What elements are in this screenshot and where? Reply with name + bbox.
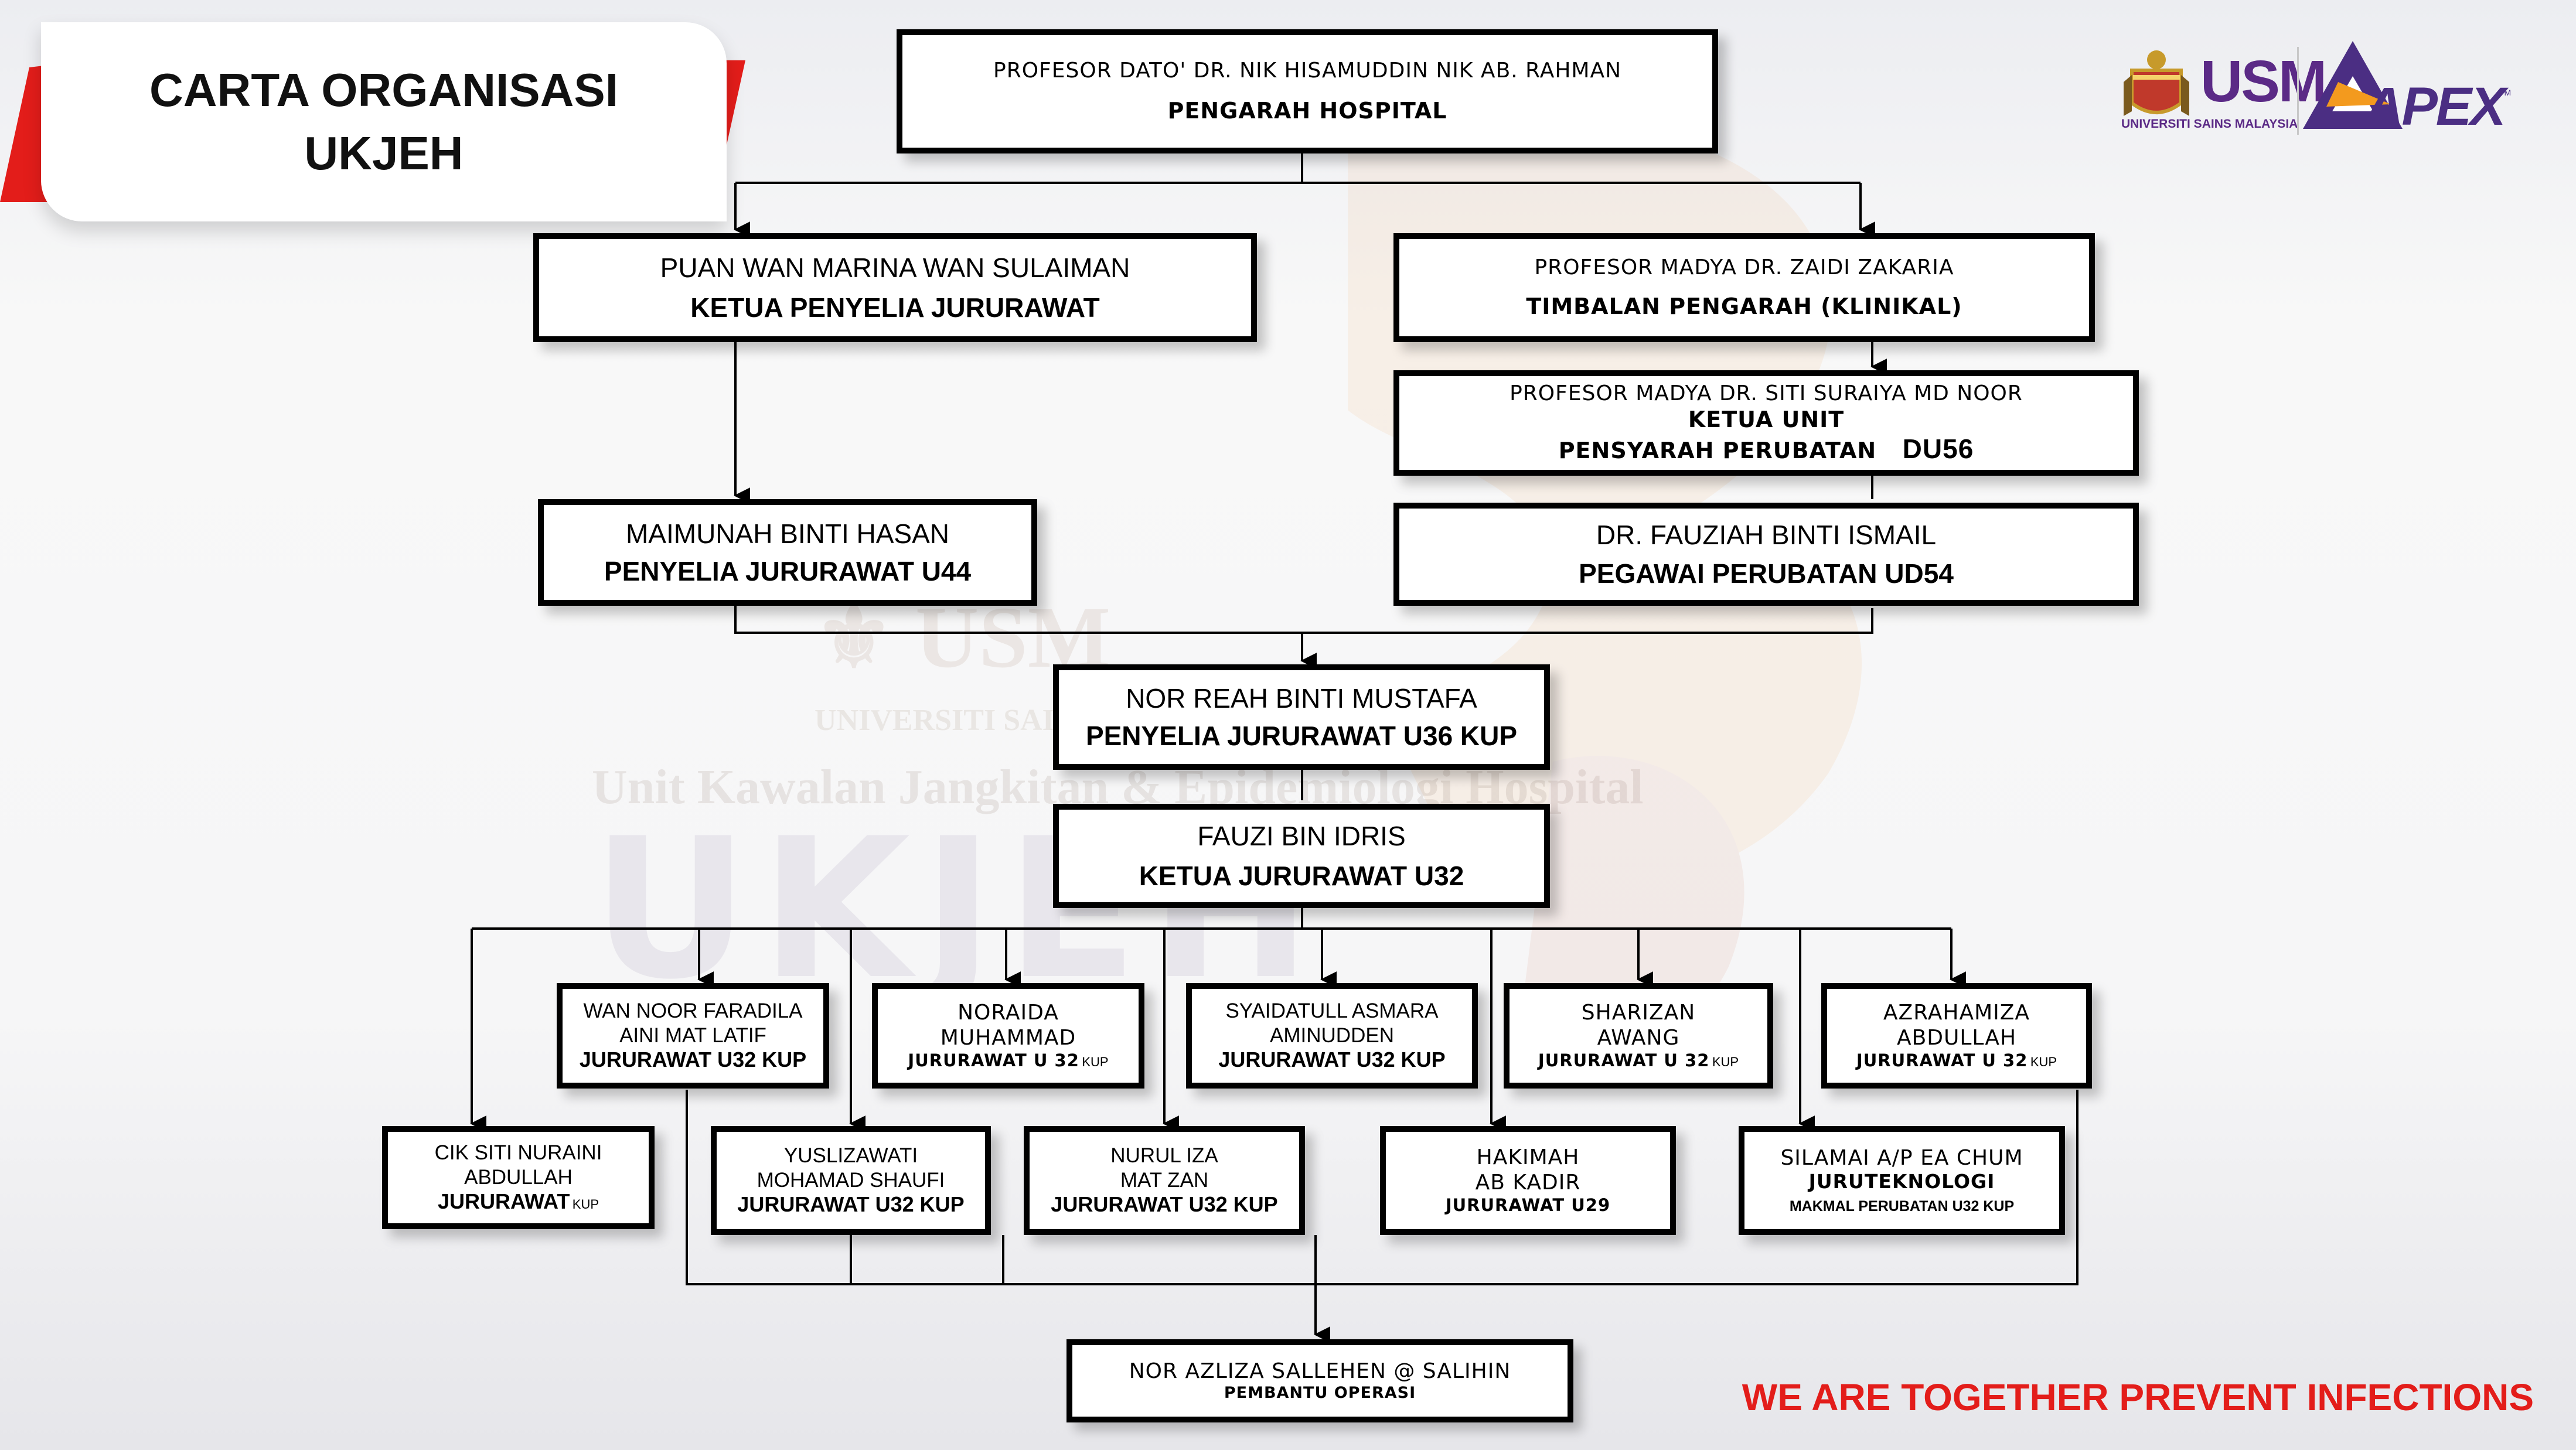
node-name: CIK SITI NURAINI: [434, 1141, 602, 1165]
node-role-suffix: KUP: [1712, 1055, 1739, 1070]
node-name-2: MUHAMMAD: [940, 1025, 1076, 1050]
node-role: JURURAWAT: [437, 1189, 570, 1214]
node-role: PEMBANTU OPERASI: [1224, 1384, 1416, 1403]
node-role: TIMBALAN PENGARAH (KLINIKAL): [1526, 293, 1962, 319]
node-name-2: AWANG: [1597, 1025, 1680, 1050]
org-node-staff-top: WAN NOOR FARADILA AINI MAT LATIF JURURAW…: [557, 983, 829, 1089]
org-node-medical-officer: DR. FAUZIAH BINTI ISMAIL PEGAWAI PERUBAT…: [1393, 503, 2139, 606]
org-node-head-nurse: FAUZI BIN IDRIS KETUA JURURAWAT U32: [1053, 804, 1550, 908]
node-name-2: AB KADIR: [1475, 1170, 1581, 1195]
node-name: NOR REAH BINTI MUSTAFA: [1126, 683, 1477, 714]
title-card: CARTA ORGANISASI UKJEH: [41, 22, 727, 221]
node-name: NOR AZLIZA SALLEHEN @ SALIHIN: [1129, 1359, 1511, 1383]
node-name: HAKIMAH: [1476, 1145, 1580, 1170]
node-role: JURURAWAT U32 KUP: [579, 1048, 807, 1072]
org-node-staff-top: AZRAHAMIZA ABDULLAH JURURAWAT U 32 KUP: [1821, 983, 2092, 1089]
apex-trademark: TM: [2499, 88, 2512, 97]
node-role: JURURAWAT U32 KUP: [1051, 1192, 1278, 1217]
org-node-nursing-head: PUAN WAN MARINA WAN SULAIMAN KETUA PENYE…: [533, 233, 1257, 342]
crest-icon: [2124, 50, 2189, 116]
node-name: PUAN WAN MARINA WAN SULAIMAN: [660, 252, 1130, 283]
node-role: JURURAWAT U 32: [1856, 1050, 2028, 1071]
node-name: PROFESOR DATO' DR. NIK HISAMUDDIN NIK AB…: [993, 59, 1622, 83]
org-node-staff-top: NORAIDA MUHAMMAD JURURAWAT U 32 KUP: [872, 983, 1144, 1089]
node-role-suffix: KUP: [572, 1197, 599, 1212]
node-name-2: MAT ZAN: [1120, 1168, 1209, 1192]
node-role: MAKMAL PERUBATAN U32 KUP: [1789, 1197, 2015, 1214]
org-node-operations: NOR AZLIZA SALLEHEN @ SALIHIN PEMBANTU O…: [1066, 1339, 1573, 1422]
node-name: AZRAHAMIZA: [1883, 1001, 2030, 1025]
node-name-2: ABDULLAH: [464, 1165, 573, 1189]
node-name: FAUZI BIN IDRIS: [1197, 820, 1406, 851]
tagline: WE ARE TOGETHER PREVENT INFECTIONS: [1742, 1376, 2534, 1418]
org-node-supervisor-u36: NOR REAH BINTI MUSTAFA PENYELIA JURURAWA…: [1053, 664, 1550, 770]
node-name: PROFESOR MADYA DR. ZAIDI ZAKARIA: [1534, 255, 1954, 280]
node-name: YUSLIZAWATI: [783, 1144, 918, 1168]
node-name: SHARIZAN: [1581, 1001, 1696, 1025]
node-name-2: JURUTEKNOLOGI: [1808, 1170, 1995, 1193]
org-node-director: PROFESOR DATO' DR. NIK HISAMUDDIN NIK AB…: [897, 29, 1718, 153]
node-name: PROFESOR MADYA DR. SITI SURAIYA MD NOOR: [1510, 381, 2023, 406]
node-role: JURURAWAT U 32: [1538, 1050, 1710, 1071]
node-name: WAN NOOR FARADILA: [583, 999, 803, 1023]
apex-logo: APEX TM: [2303, 41, 2512, 141]
node-role: PENYELIA JURURAWAT U36 KUP: [1085, 721, 1518, 751]
org-node-staff-top: SHARIZAN AWANG JURURAWAT U 32 KUP: [1504, 983, 1773, 1089]
apex-name: APEX: [2364, 77, 2506, 137]
logo-divider: [2297, 47, 2299, 135]
usm-name: USM: [2200, 49, 2327, 114]
node-role: KETUA JURURAWAT U32: [1139, 861, 1464, 891]
org-node-staff-bottom: SILAMAI A/P EA CHUM JURUTEKNOLOGI MAKMAL…: [1739, 1126, 2065, 1235]
node-role: KETUA UNIT: [1688, 406, 1845, 432]
node-name: MAIMUNAH BINTI HASAN: [625, 518, 950, 549]
node-name-2: AINI MAT LATIF: [619, 1023, 766, 1047]
node-role: JURURAWAT U29: [1445, 1195, 1611, 1216]
org-node-nurse-supervisor: MAIMUNAH BINTI HASAN PENYELIA JURURAWAT …: [538, 499, 1037, 606]
node-name-2: MOHAMAD SHAUFI: [757, 1168, 945, 1192]
org-node-staff-top: SYAIDATULL ASMARA AMINUDDEN JURURAWAT U3…: [1186, 983, 1478, 1089]
node-role: JURURAWAT U32 KUP: [737, 1192, 965, 1217]
apex-triangle-icon: [2303, 41, 2403, 129]
usm-logo: USM UNIVERSITI SAINS MALAYSIA: [2121, 47, 2327, 135]
org-node-staff-bottom: CIK SITI NURAINI ABDULLAH JURURAWAT KUP: [382, 1126, 655, 1229]
node-role: JURURAWAT U 32: [908, 1050, 1079, 1071]
usm-caption: UNIVERSITI SAINS MALAYSIA: [2121, 117, 2298, 131]
node-name: NURUL IZA: [1110, 1144, 1218, 1168]
node-name-2: ABDULLAH: [1896, 1025, 2017, 1050]
org-node-unit-head: PROFESOR MADYA DR. SITI SURAIYA MD NOOR …: [1393, 370, 2139, 476]
node-role: PENYELIA JURURAWAT U44: [604, 556, 972, 586]
org-node-staff-bottom: HAKIMAH AB KADIR JURURAWAT U29: [1380, 1126, 1676, 1235]
org-node-staff-bottom: YUSLIZAWATI MOHAMAD SHAUFI JURURAWAT U32…: [711, 1126, 991, 1235]
node-grade: DU56: [1902, 433, 1974, 464]
node-role: JURURAWAT U32 KUP: [1218, 1048, 1446, 1072]
node-role-2: PENSYARAH PERUBATAN: [1558, 437, 1877, 463]
node-role-suffix: KUP: [2030, 1055, 2057, 1070]
node-role-line: PENSYARAH PERUBATAN DU56: [1559, 433, 1974, 465]
node-name: SYAIDATULL ASMARA: [1225, 999, 1439, 1023]
org-node-deputy-director: PROFESOR MADYA DR. ZAIDI ZAKARIA TIMBALA…: [1393, 233, 2095, 342]
org-node-staff-bottom: NURUL IZA MAT ZAN JURURAWAT U32 KUP: [1024, 1126, 1305, 1235]
page-title: CARTA ORGANISASI: [149, 64, 618, 116]
node-name: DR. FAUZIAH BINTI ISMAIL: [1596, 519, 1937, 550]
page-subtitle: UKJEH: [304, 127, 464, 179]
node-role: PEGAWAI PERUBATAN UD54: [1579, 558, 1954, 589]
node-role-suffix: KUP: [1082, 1055, 1109, 1070]
node-name: NORAIDA: [958, 1001, 1059, 1025]
node-name: SILAMAI A/P EA CHUM: [1780, 1145, 2023, 1170]
node-name-2: AMINUDDEN: [1270, 1023, 1394, 1047]
node-role: KETUA PENYELIA JURURAWAT: [690, 292, 1100, 323]
node-role: PENGARAH HOSPITAL: [1167, 97, 1447, 124]
